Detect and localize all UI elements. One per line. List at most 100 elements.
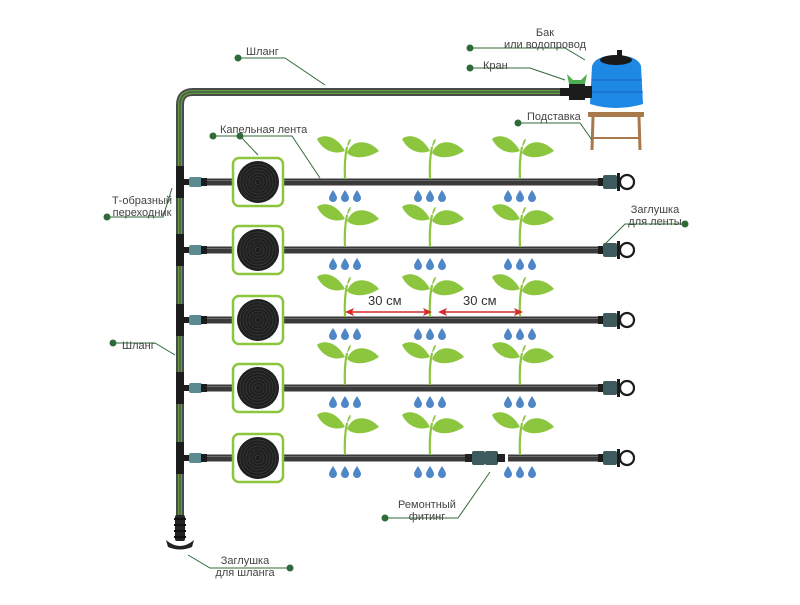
plug-ring [618,379,636,397]
drip-tape [200,454,468,462]
leader-dot [234,54,242,62]
plug-end [598,454,604,462]
tape-row [176,362,636,414]
reel-ring [254,454,262,462]
reel-icon [231,156,285,208]
plug-ring [618,449,636,467]
plant-icon [402,274,464,318]
tee-end [201,454,207,462]
plant-leaf-right [347,142,379,158]
plug-flange [617,379,620,397]
water-drop-icon [438,258,446,270]
repair-fitting-end [465,454,473,462]
plant-sprout [347,277,351,285]
plant-stem [518,214,524,248]
reel-ring [245,307,271,333]
water-drop-icon [516,396,524,408]
water-drop-icon [341,396,349,408]
plant-stem [518,146,524,180]
reel-ring [251,381,265,395]
plants [317,136,554,456]
tee-fitting-icon [176,442,207,474]
reel-ring [254,246,262,254]
label-tape-plug-line2: для ленты [628,216,682,228]
label-tank-line2: или водопровод [503,39,587,51]
plant-stem [428,146,434,180]
tank-icon [560,50,644,151]
drip-tape [200,384,600,392]
water-drop-icon [528,258,536,270]
tape-row [176,432,636,484]
plant-leaf-left [317,136,345,153]
plant-leaf-left [492,412,520,429]
label-tape-plug: Заглушка для ленты [624,204,686,228]
water-drop-icon [329,258,337,270]
tape-row [176,224,636,276]
plug-nut [603,451,617,465]
water-drop-icon [528,396,536,408]
water-drop-icon [438,328,446,340]
plant-sprout [522,415,526,423]
leader-dot [286,564,294,572]
leader-line [238,57,326,86]
reel-ring [248,378,268,398]
tee-nut [189,453,202,463]
end-plug-icon [598,379,636,397]
plant-sprout [522,345,526,353]
water-drop-icon [516,190,524,202]
hose-plug-rib [174,530,186,532]
leader-line [113,342,176,356]
stand-leg [637,116,642,151]
drip-tape [200,316,600,324]
plant-leaf-right [432,210,464,226]
arrowhead-right [423,308,432,316]
water-drop-icon [329,190,337,202]
valve-handle [567,74,587,84]
water-drop-icon [414,466,422,478]
plant-sprout [522,139,526,147]
reel-ring [248,310,268,330]
tee-branch [180,455,190,461]
plug-flange [617,449,620,467]
reel-ring [245,169,271,195]
water-drop-icon [414,328,422,340]
reel-ring [248,240,268,260]
tee-branch [180,247,190,253]
stand-top [588,112,644,117]
plant-leaf-right [347,418,379,434]
water-drops [329,190,536,478]
stand-icon [588,112,644,151]
plant-icon [317,412,379,456]
label-repair-line1: Ремонтный [398,499,456,511]
plant-sprout [432,345,436,353]
water-drop-icon [504,328,512,340]
label-tee-line1: Т-образный [111,195,173,207]
plant-leaf-right [432,142,464,158]
plant-leaf-left [317,204,345,221]
label-tee-line2: переходник [112,207,172,219]
end-plug-icon [598,311,636,329]
plant-stem [428,284,434,318]
water-drop-icon [353,466,361,478]
reel-icon [231,294,285,346]
water-drop-icon [426,466,434,478]
water-drop-icon [341,328,349,340]
plug-nut [603,313,617,327]
plant-stem [343,146,349,180]
tank-lid [600,55,632,65]
leader-line [187,554,290,569]
label-stand: Подставка [527,111,581,123]
plant-leaf-right [347,348,379,364]
plug-end [598,178,604,186]
water-drop-icon [341,258,349,270]
end-plug-icon [598,241,636,259]
water-drop-icon [528,190,536,202]
tee-branch [180,385,190,391]
reel-ring [251,243,265,257]
plant-icon [402,412,464,456]
water-drop-icon [528,466,536,478]
plant-sprout [347,207,351,215]
repair-fitting-nut [485,451,498,465]
water-drop-icon [426,328,434,340]
plant-icon [402,204,464,248]
